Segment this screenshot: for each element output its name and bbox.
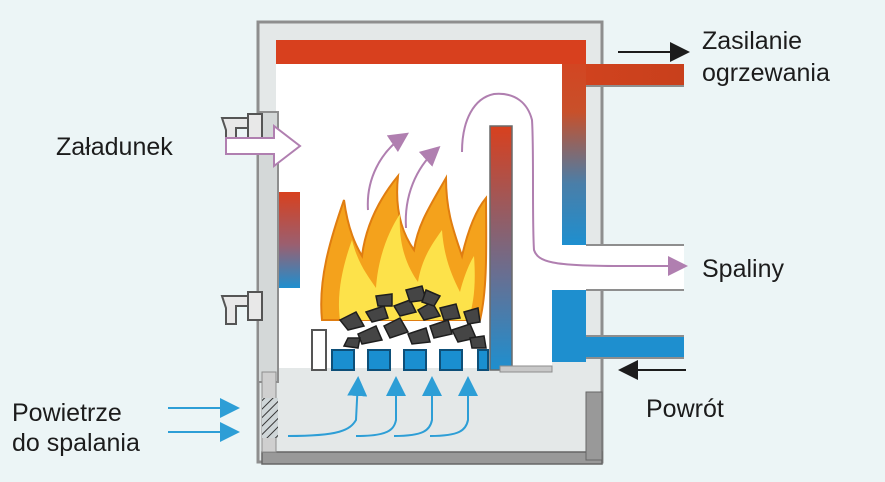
- air-inlet-grille: [262, 398, 278, 438]
- label-supply-line1: Zasilanie: [702, 27, 803, 55]
- coal-icon: [338, 285, 487, 349]
- door-handle-icon: [220, 113, 263, 325]
- flue-gas-arrow-icon: [366, 92, 688, 276]
- label-loading: Załadunek: [56, 133, 173, 161]
- label-air-line2: do spalania: [12, 429, 140, 457]
- return-pipe: [586, 336, 684, 358]
- supply-pipe: [586, 64, 684, 86]
- baffle-plate: [489, 125, 513, 371]
- air-arrow-icon: [168, 376, 478, 442]
- grate: [331, 349, 489, 371]
- loading-arrow-icon: [225, 123, 302, 169]
- water-jacket-bottom: [562, 290, 586, 362]
- label-return: Powrót: [646, 395, 724, 423]
- door-water-section: [278, 192, 300, 288]
- label-flue-gas: Spaliny: [702, 255, 784, 283]
- label-air-line1: Powietrze: [12, 399, 122, 427]
- flame-icon: [320, 172, 488, 321]
- label-supply-line2: ogrzewania: [702, 59, 830, 87]
